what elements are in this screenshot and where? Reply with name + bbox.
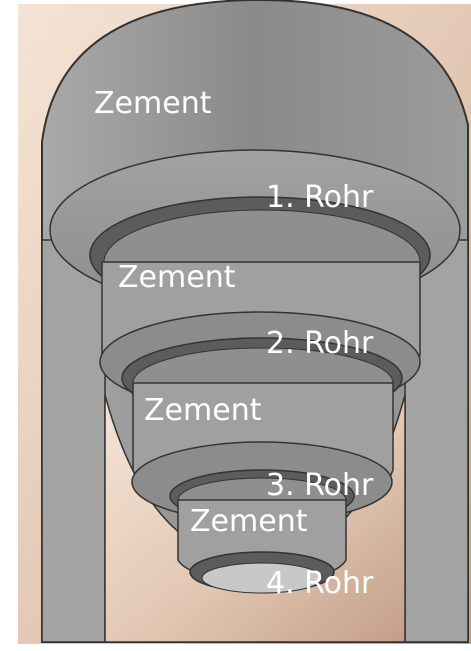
label-cement-4: Zement	[190, 504, 308, 539]
outer-left-wall	[41, 239, 106, 643]
label-casing-3: 3. Rohr	[266, 468, 374, 503]
casing-4-inner	[201, 562, 323, 594]
label-casing-2: 2. Rohr	[266, 326, 374, 361]
label-casing-4: 4. Rohr	[266, 566, 374, 601]
label-cement-outer: Zement	[94, 86, 212, 121]
label-casing-1: 1. Rohr	[266, 180, 374, 215]
label-cement-3: Zement	[144, 393, 262, 428]
label-cement-2: Zement	[118, 260, 236, 295]
